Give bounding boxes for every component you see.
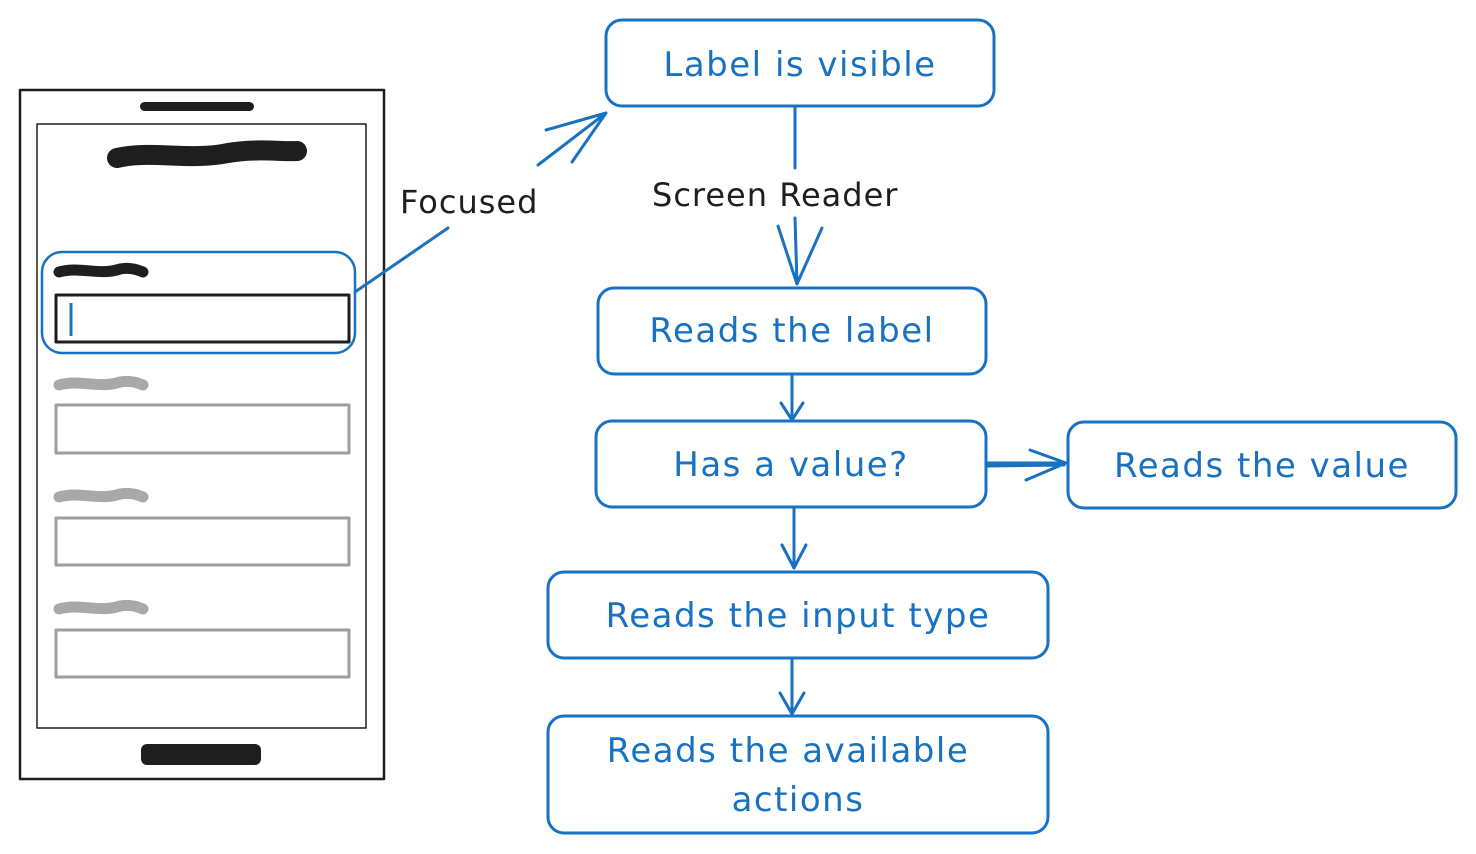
screen-reader-label: Screen Reader (652, 176, 898, 214)
screen-title-scribble (107, 140, 307, 168)
phone-frame (18, 88, 386, 781)
focused-field-label-scribble (53, 262, 149, 278)
focused-input-field (54, 293, 351, 344)
field-4-input (54, 628, 351, 679)
step-has-value: Has a value? (594, 419, 988, 509)
field-2-label-scribble (53, 375, 149, 391)
step-reads-actions: Reads the available actions (546, 714, 1050, 835)
phone-mockup (18, 88, 386, 781)
step-reads-input-type: Reads the input type (546, 570, 1050, 660)
step-text: Label is visible (663, 45, 936, 85)
focused-arrow (353, 111, 608, 294)
arrow-type-to-actions (778, 658, 806, 716)
step-box (596, 286, 988, 376)
step-text-line-2: actions (732, 780, 865, 820)
step-text: Has a value? (673, 445, 908, 485)
arrow-to-reads-value (984, 448, 1068, 482)
field-2-input (54, 403, 351, 455)
field-3-label-scribble (53, 487, 149, 503)
field-3-input (54, 516, 351, 567)
phone-screen (36, 123, 367, 729)
step-text: Reads the input type (606, 596, 991, 636)
step-box (594, 419, 988, 509)
arrow-value-to-type (780, 506, 808, 570)
screen-reader-arrow (776, 106, 824, 286)
step-box (1066, 420, 1458, 510)
step-reads-label: Reads the label (596, 286, 988, 376)
step-label-visible: Label is visible (604, 18, 996, 108)
focused-label: Focused (400, 183, 538, 221)
field-4-label-scribble (53, 599, 149, 615)
phone-speaker (140, 102, 254, 111)
arrow-label-to-value (779, 372, 805, 422)
phone-home-button (141, 744, 261, 765)
step-box (604, 18, 996, 108)
focused-field-highlight (40, 250, 357, 355)
step-text-line-1: Reads the available (607, 731, 970, 771)
step-box (546, 570, 1050, 660)
step-box (546, 714, 1050, 835)
step-reads-value: Reads the value (1066, 420, 1458, 510)
step-text: Reads the value (1114, 446, 1410, 486)
step-text: Reads the label (649, 311, 934, 351)
